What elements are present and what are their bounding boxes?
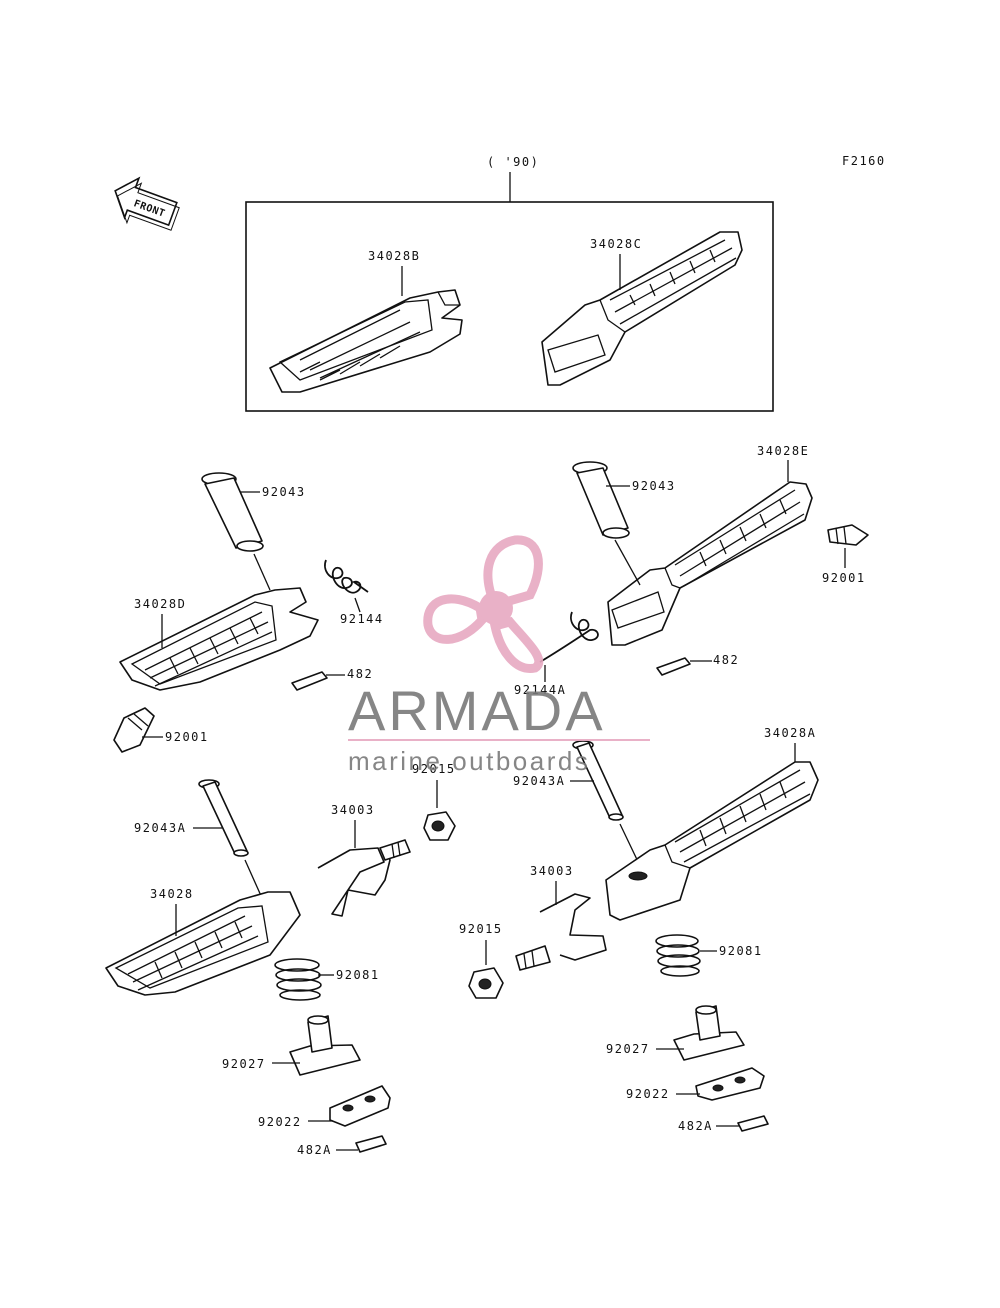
watermark-tagline: marine outboards bbox=[348, 746, 590, 776]
label-92027-left: 92027 bbox=[222, 1057, 266, 1071]
spring-92144 bbox=[324, 559, 369, 594]
spring-92081-left bbox=[274, 958, 322, 1001]
leader-92043-left-2 bbox=[253, 553, 271, 591]
front-arrow-icon: FRONT bbox=[114, 176, 180, 231]
footpeg-34028B bbox=[269, 289, 463, 393]
spring-92144A bbox=[539, 611, 599, 663]
label-92043-left: 92043 bbox=[262, 485, 306, 499]
watermark-brand: ARMADA bbox=[348, 679, 606, 742]
pin-92043A-left bbox=[198, 779, 249, 857]
footpeg-34028E bbox=[607, 481, 813, 646]
inset-box bbox=[245, 201, 774, 412]
holder-92027-left bbox=[289, 1015, 361, 1076]
leader-92043-right-2 bbox=[614, 539, 641, 586]
plate-92022-right bbox=[695, 1067, 765, 1101]
label-34028C: 34028C bbox=[590, 237, 642, 251]
spring-92081-right bbox=[655, 934, 701, 977]
clip-482A-right bbox=[737, 1115, 769, 1132]
label-34028: 34028 bbox=[150, 887, 194, 901]
label-92015-right: 92015 bbox=[459, 922, 503, 936]
label-92144A: 92144A bbox=[514, 683, 566, 697]
label-92043A-left: 92043A bbox=[134, 821, 186, 835]
label-482-right: 482 bbox=[713, 653, 739, 667]
label-92001-left: 92001 bbox=[165, 730, 209, 744]
bracket-34003-left bbox=[317, 839, 411, 917]
label-34003-left: 34003 bbox=[331, 803, 375, 817]
label-92001-right: 92001 bbox=[822, 571, 866, 585]
leader-92144 bbox=[354, 597, 361, 613]
leader-92043A-left-2 bbox=[244, 859, 263, 899]
holder-92027-right bbox=[673, 1005, 745, 1061]
footpeg-34028C bbox=[541, 231, 743, 386]
footpeg-34028 bbox=[105, 891, 301, 996]
pin-92043-right bbox=[572, 461, 630, 539]
label-92022-right: 92022 bbox=[626, 1087, 670, 1101]
figure-code: F2160 bbox=[842, 154, 886, 168]
label-482A-left: 482A bbox=[297, 1143, 332, 1157]
clip-482A-left bbox=[355, 1135, 387, 1153]
plate-92022-left bbox=[329, 1085, 391, 1127]
label-482-left: 482 bbox=[347, 667, 373, 681]
clip-482-left bbox=[291, 671, 328, 691]
label-92027-right: 92027 bbox=[606, 1042, 650, 1056]
label-92043A-right: 92043A bbox=[513, 774, 565, 788]
label-34028A: 34028A bbox=[764, 726, 816, 740]
inset-label: ( '90) bbox=[487, 155, 539, 169]
label-482A-right: 482A bbox=[678, 1119, 713, 1133]
label-92081-left: 92081 bbox=[336, 968, 380, 982]
watermark: ARMADA marine outboards bbox=[348, 535, 650, 776]
label-92144: 92144 bbox=[340, 612, 384, 626]
footpeg-34028A bbox=[605, 761, 819, 921]
nut-92015-right bbox=[468, 967, 504, 999]
bolt-92001-right bbox=[827, 524, 869, 546]
propeller-logo-icon bbox=[423, 535, 544, 673]
label-92081-right: 92081 bbox=[719, 944, 763, 958]
label-92022-left: 92022 bbox=[258, 1115, 302, 1129]
label-92015-left: 92015 bbox=[412, 762, 456, 776]
label-34003-right: 34003 bbox=[530, 864, 574, 878]
label-92043-right: 92043 bbox=[632, 479, 676, 493]
footpeg-34028D bbox=[119, 587, 319, 691]
bolt-92001-left bbox=[113, 707, 155, 753]
pin-92043A-right bbox=[572, 740, 624, 821]
bracket-34003-right bbox=[515, 893, 607, 971]
pin-92043-left bbox=[201, 472, 264, 552]
nut-92015-left bbox=[423, 811, 456, 841]
label-34028B: 34028B bbox=[368, 249, 420, 263]
clip-482-right bbox=[656, 657, 691, 676]
label-34028D: 34028D bbox=[134, 597, 186, 611]
label-34028E: 34028E bbox=[757, 444, 809, 458]
